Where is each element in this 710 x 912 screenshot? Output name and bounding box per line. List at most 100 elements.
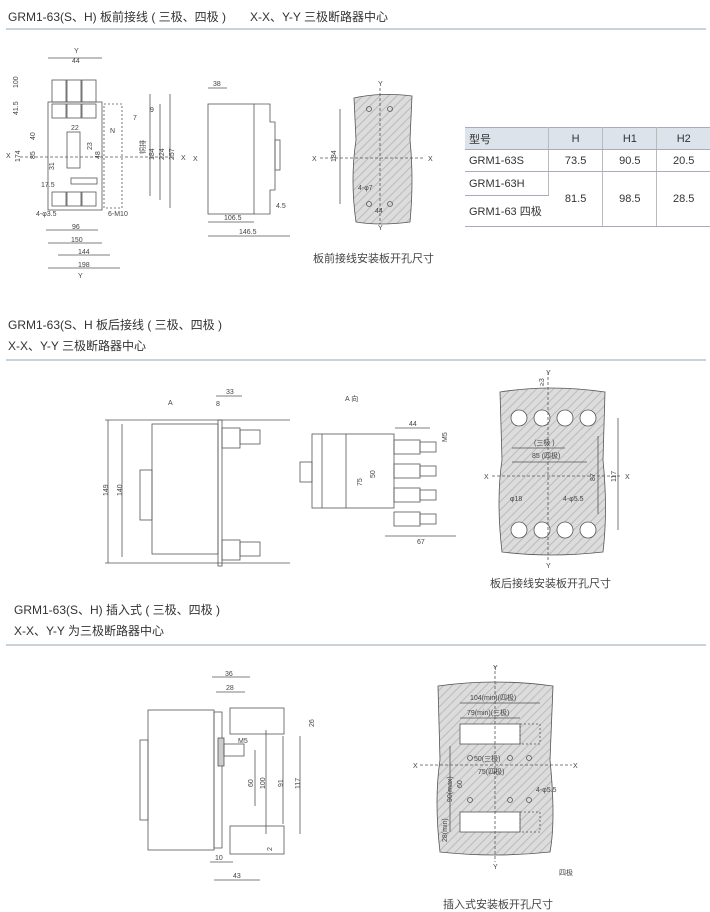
dimension-label: 43 <box>233 873 241 880</box>
dimension-label: 44 <box>409 421 417 428</box>
dimension-label: 4-φ3.5 <box>36 211 57 218</box>
front-panel-labels: Y X X 184 4-φ7 44 Y 板前接线安装板开孔尺寸 <box>312 81 434 265</box>
side-view-labels: 38 106.5 146.5 4.5 X <box>193 81 286 236</box>
four-pole-label: 四极 <box>559 868 573 877</box>
dimension-label: 23 <box>87 142 94 150</box>
section2-subtitle: X-X、Y-Y 三极断路器中心 <box>8 339 147 353</box>
dimension-label: 48 <box>95 151 102 159</box>
dimension-label: 146.5 <box>239 229 257 236</box>
table-row: GRM1-63H 81.5 98.5 28.5 <box>465 171 710 227</box>
dimension-label: 10 <box>215 855 223 862</box>
axis-label: X <box>312 156 317 163</box>
dimension-label: 100 <box>13 76 20 88</box>
rear-a-view-drawing <box>299 427 456 537</box>
axis-label: X <box>428 156 433 163</box>
dimension-label: 257 <box>169 148 176 160</box>
dimension-label: 184 <box>149 148 156 160</box>
axis-label: X <box>573 763 578 770</box>
section1-title: GRM1-63(S、H) 板前接线 ( 三极、四极 ) X-X、Y-Y 三极断路… <box>8 10 389 24</box>
dimension-label: 117 <box>611 471 618 482</box>
dimension-label: 6-M10 <box>108 211 128 218</box>
dimension-label: 104(min)(四极) <box>470 693 516 702</box>
copper-bar-label: 铜排 <box>138 140 147 154</box>
divider <box>6 359 706 361</box>
axis-label: X <box>625 474 630 481</box>
rear-view-drawing <box>105 395 290 567</box>
dimension-label: φ18 <box>510 496 522 503</box>
plugin-panel-caption: 插入式安装板开孔尺寸 <box>443 897 553 911</box>
header-h2: H2 <box>656 127 710 150</box>
dimension-label: 85 <box>30 151 37 159</box>
cell-h: 73.5 <box>548 149 604 172</box>
axis-label: Y <box>546 370 551 377</box>
dimension-label: 4.5 <box>276 203 286 210</box>
dimension-label: 9 <box>150 107 154 114</box>
dimension-label: (三极 ) <box>534 438 555 447</box>
dimension-label: 50(三极) <box>474 754 500 763</box>
dimension-label: 150 <box>71 237 83 244</box>
dimension-label: 87 <box>590 473 597 481</box>
axis-label: X <box>181 155 186 162</box>
dimension-label: 38 <box>213 81 221 88</box>
axis-label: Y <box>493 864 498 871</box>
dimension-label: 36 <box>225 671 233 678</box>
plugin-view-labels: 36 28 26 M5 60 100 91 117 2 10 43 <box>215 671 316 880</box>
dimension-label: 50 <box>370 470 377 478</box>
dimension-label: 79(min)(三极) <box>467 708 509 717</box>
dimension-label: 60 <box>248 779 255 787</box>
cell-h1: 98.5 <box>602 171 658 227</box>
dimension-label: 28(min) <box>442 818 449 842</box>
front-view-labels: Y 44 100 41.5 X 174 40 85 22 23 48 N 31 … <box>6 48 186 280</box>
dimension-label: 75 <box>357 478 364 486</box>
axis-label: X <box>413 763 418 770</box>
axis-label: Y <box>74 48 79 55</box>
dimension-label: 2 <box>267 847 274 851</box>
axis-label: X <box>193 156 198 163</box>
dimension-label: 224 <box>159 148 166 160</box>
table-row: GRM1-63S 73.5 90.5 20.5 <box>465 149 710 172</box>
axis-label: Y <box>78 273 83 280</box>
cell-model: GRM1-63H <box>465 171 549 196</box>
dimension-label: 149 <box>103 484 110 496</box>
axis-label: Y <box>378 81 383 88</box>
axis-label: Y <box>378 225 383 232</box>
dimension-label: M5 <box>442 432 449 442</box>
cell-model: GRM1-63 四极 <box>465 195 549 227</box>
dimension-label: 4-φ5.5 <box>563 496 584 503</box>
dimension-label: 7 <box>133 115 137 122</box>
dimension-label: 33 <box>226 389 234 396</box>
divider <box>6 644 706 646</box>
rear-panel-labels: Y ≥3 (三极 ) 85 (四极) X X 87 117 φ18 4-φ5.5… <box>484 370 630 590</box>
axis-label: X <box>484 474 489 481</box>
dimension-label: 140 <box>117 484 124 496</box>
dimension-label: 8 <box>216 401 220 408</box>
header-model: 型号 <box>465 127 549 150</box>
front-cutout-panel <box>320 88 425 225</box>
rear-cutout-panel <box>492 372 620 562</box>
dimension-label: 17.5 <box>41 182 55 189</box>
section2-title: GRM1-63(S、H 板后接线 ( 三极、四极 ) <box>8 318 223 332</box>
dimension-label: 40 <box>30 132 37 140</box>
divider <box>6 28 706 30</box>
plugin-panel-labels: Y 104(min)(四极) 79(min)(三极) X X 50(三极) 75… <box>413 665 578 911</box>
dimension-label: 100 <box>260 777 267 789</box>
dimension-label: 96 <box>72 224 80 231</box>
dimension-label: 31 <box>49 162 56 170</box>
plugin-view-drawing <box>139 676 301 881</box>
dimension-label: 4-φ5.5 <box>536 787 557 794</box>
dimension-label: 44 <box>72 58 80 65</box>
dimension-label: 75(四极) <box>478 767 504 776</box>
dimension-label: 4-φ7 <box>358 185 373 192</box>
dimension-label: 106.5 <box>224 215 242 222</box>
pole-label: N <box>110 128 115 135</box>
cell-h1: 90.5 <box>602 149 658 172</box>
dimension-label: 41.5 <box>13 101 20 115</box>
section3-title: GRM1-63(S、H) 插入式 ( 三极、四极 ) <box>14 603 221 617</box>
dimension-label: 184 <box>331 150 338 162</box>
rear-panel-caption: 板后接线安装板开孔尺寸 <box>490 576 611 590</box>
dimension-label: 26 <box>309 719 316 727</box>
dimension-label: 67 <box>417 539 425 546</box>
cell-h2: 20.5 <box>656 149 710 172</box>
section3-subtitle: X-X、Y-Y 为三极断路器中心 <box>14 624 165 638</box>
side-view-drawing <box>207 87 290 237</box>
